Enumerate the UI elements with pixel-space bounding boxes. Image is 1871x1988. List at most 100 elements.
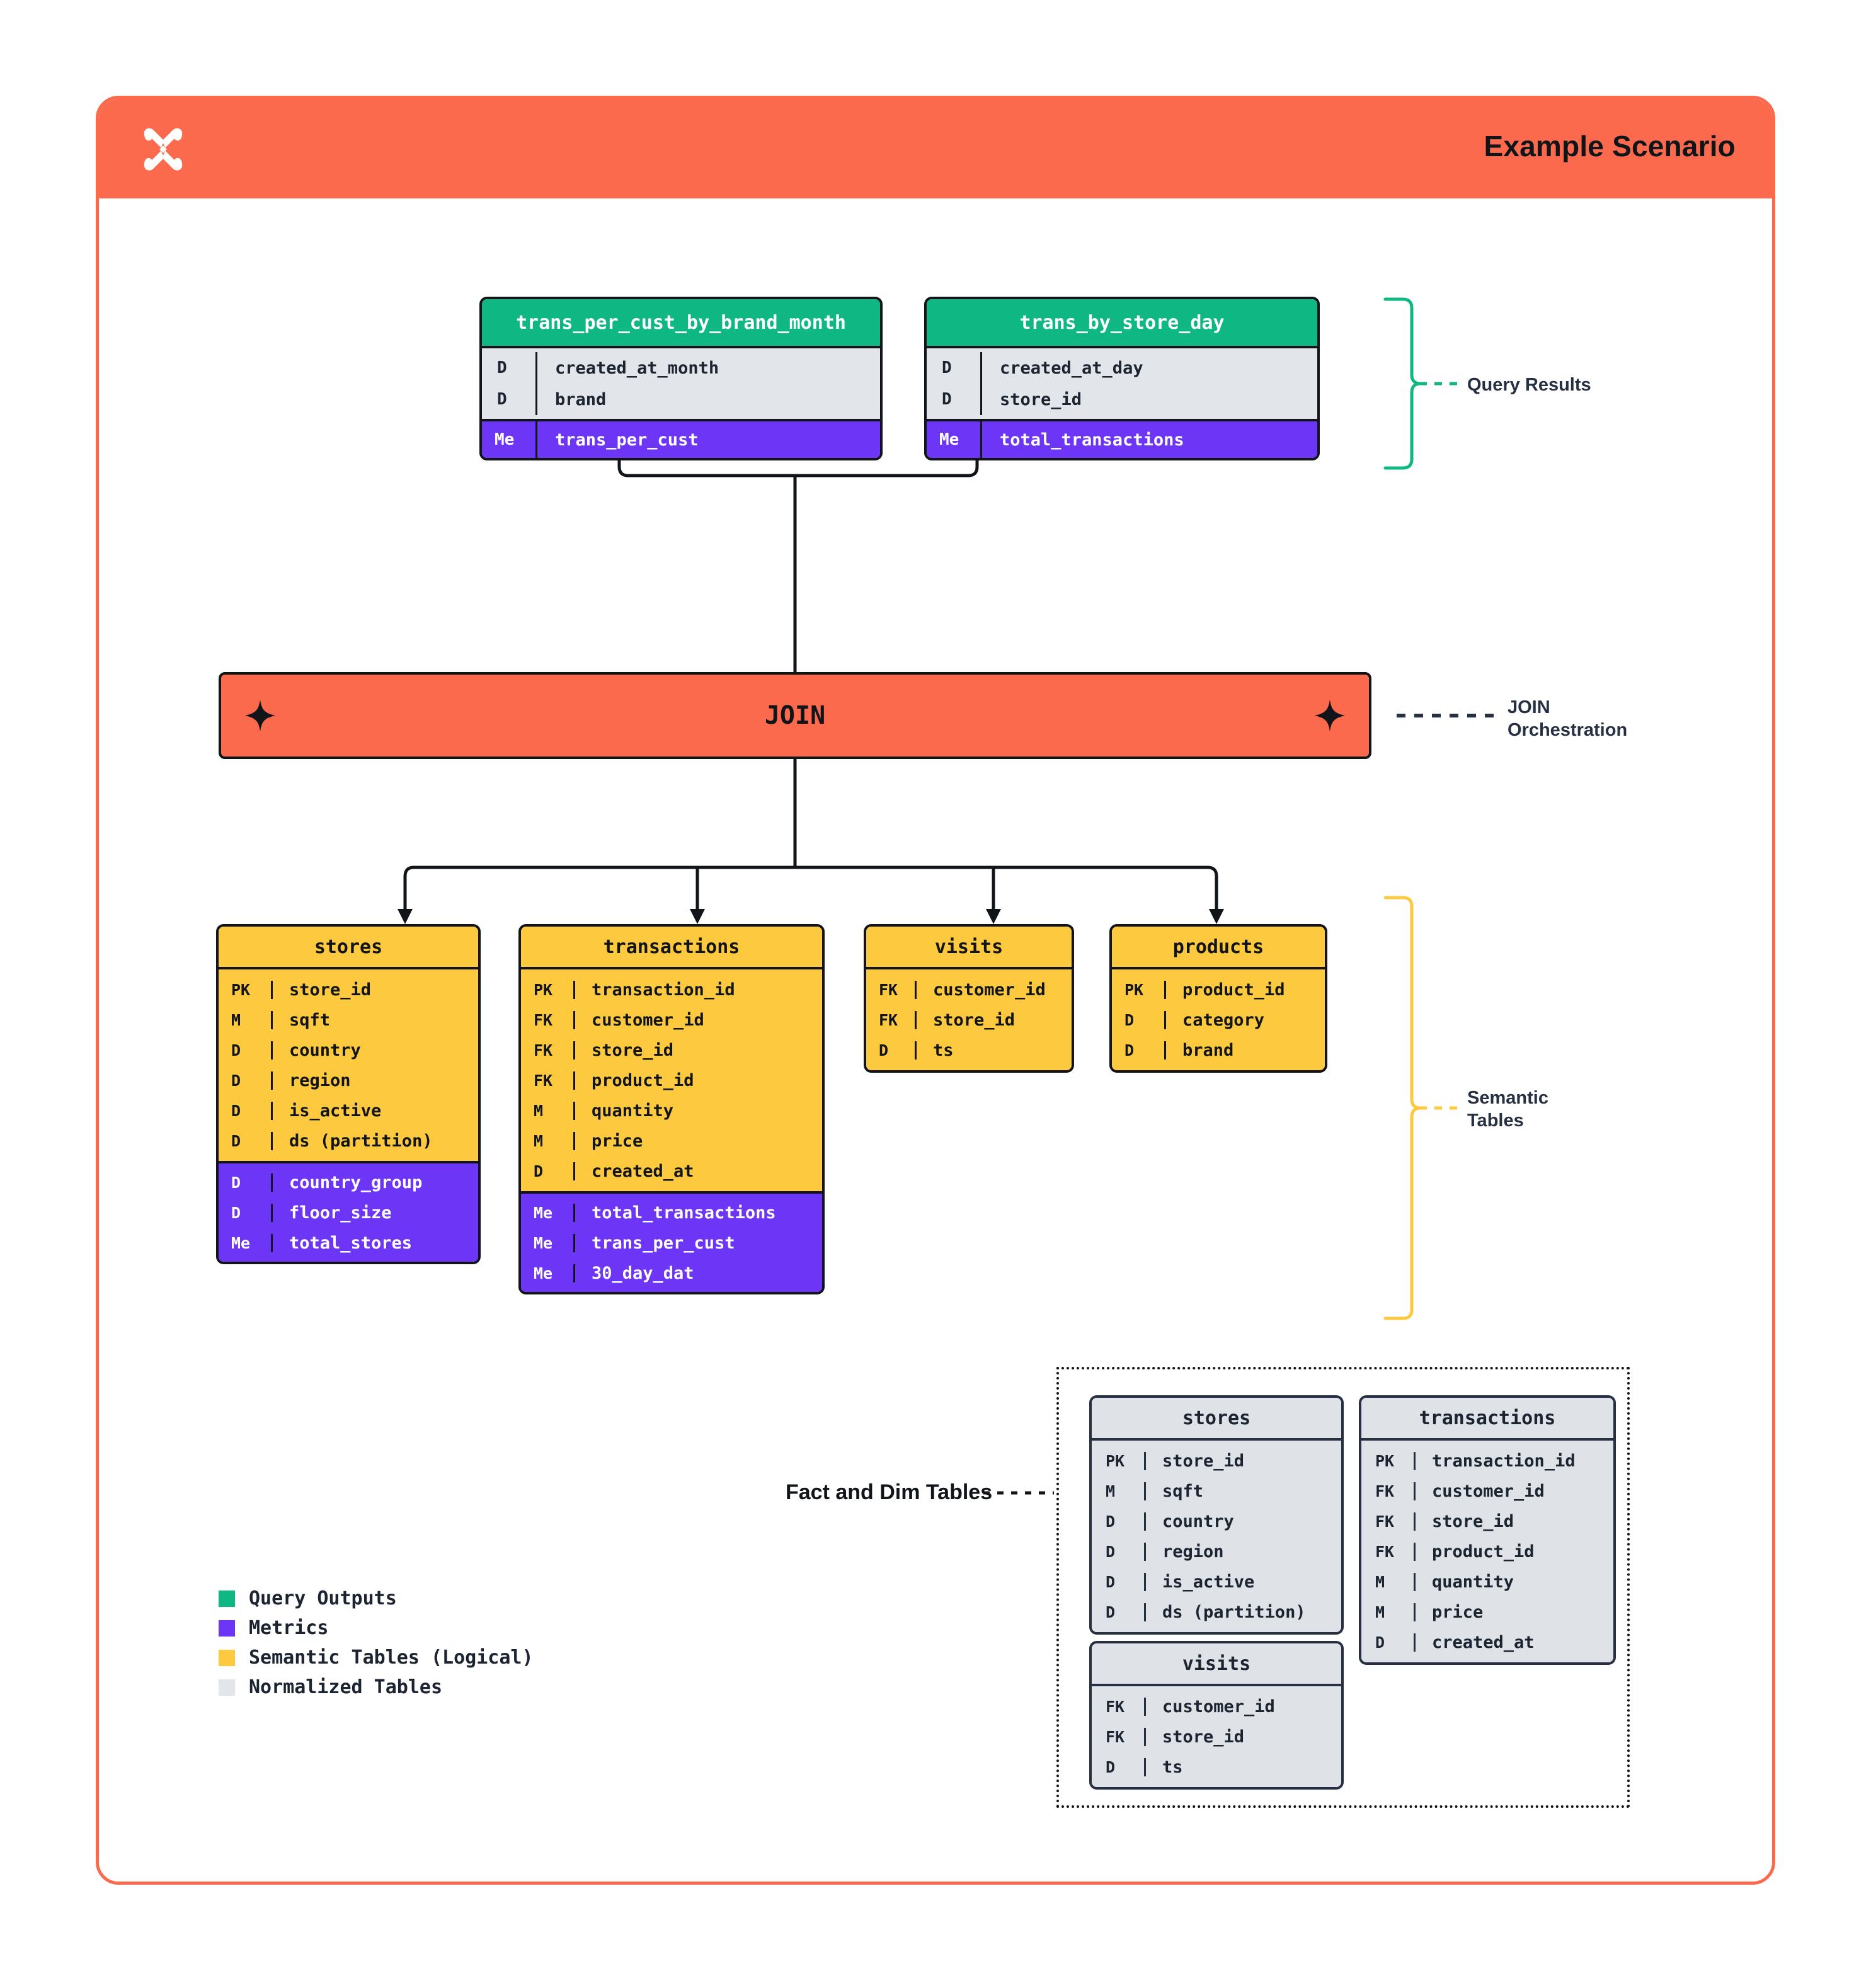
table-row: D country (219, 1035, 478, 1065)
dimension-rows: PK store_id M sqft D country D region D (219, 967, 478, 1161)
legend-swatch-query-outputs (219, 1590, 235, 1607)
legend-swatch-metrics (219, 1620, 235, 1637)
row-key: PK (219, 980, 273, 999)
table-row: D created_at_day (927, 352, 1317, 384)
row-key: D (1092, 1757, 1146, 1776)
table-header: trans_per_cust_by_brand_month (482, 299, 880, 346)
normalized-table-transactions[interactable]: transactions PK transaction_id FK custom… (1359, 1395, 1616, 1665)
table-row: PK transaction_id (521, 974, 822, 1005)
table-row: D country_group (219, 1167, 478, 1197)
annotation-semantic-tables: Semantic Tables (1467, 1088, 1548, 1131)
semantic-table-visits[interactable]: visits FK customer_id FK store_id D ts (864, 924, 1074, 1073)
table-row: D created_at_month (482, 352, 880, 384)
table-row: FK store_id (521, 1035, 822, 1065)
legend: Query Outputs Metrics Semantic Tables (L… (219, 1587, 534, 1706)
row-key: FK (521, 1010, 575, 1029)
row-field: sqft (289, 1010, 331, 1030)
row-key: D (1092, 1572, 1146, 1591)
table-header: stores (1092, 1398, 1341, 1438)
semantic-table-products[interactable]: products PK product_id D category D bran… (1109, 924, 1327, 1073)
query-result-table-trans-by-store-day[interactable]: trans_by_store_day D created_at_day D st… (924, 297, 1320, 460)
table-row: M price (1361, 1597, 1613, 1627)
row-key: Me (521, 1264, 575, 1282)
row-field: country (1162, 1511, 1234, 1531)
row-key: Me (927, 421, 982, 458)
row-key: D (219, 1101, 273, 1120)
semantic-table-stores[interactable]: stores PK store_id M sqft D country D re… (216, 924, 481, 1264)
table-row: FK customer_id (1092, 1691, 1341, 1722)
row-field: brand (1182, 1040, 1234, 1060)
row-field: customer_id (1162, 1696, 1275, 1717)
table-row: FK store_id (1361, 1506, 1613, 1536)
row-key: PK (521, 980, 575, 999)
semantic-table-transactions[interactable]: transactions PK transaction_id FK custom… (518, 924, 825, 1294)
dimension-rows: PK product_id D category D brand (1112, 967, 1325, 1070)
normalized-table-stores[interactable]: stores PK store_id M sqft D country D re… (1089, 1395, 1344, 1635)
row-key: FK (866, 1010, 917, 1029)
dimension-rows: PK store_id M sqft D country D region D (1092, 1438, 1341, 1632)
row-key: PK (1361, 1451, 1416, 1470)
table-row: D store_id (927, 384, 1317, 415)
row-field: product_id (1432, 1541, 1535, 1562)
join-orchestration-bar[interactable]: JOIN (219, 672, 1371, 759)
table-header: visits (1092, 1643, 1341, 1684)
row-field: total_transactions (592, 1203, 776, 1223)
row-field: ds (partition) (289, 1131, 433, 1151)
dbt-x-logo-icon (137, 123, 190, 176)
table-row: FK store_id (866, 1005, 1072, 1035)
table-row: FK customer_id (1361, 1476, 1613, 1506)
row-key: D (1112, 1010, 1166, 1029)
row-key: M (219, 1010, 273, 1029)
row-key: FK (521, 1041, 575, 1060)
legend-item-normalized-tables: Normalized Tables (219, 1676, 534, 1698)
row-field: price (592, 1131, 643, 1151)
row-field: region (289, 1070, 351, 1090)
row-field: floor_size (289, 1203, 392, 1223)
legend-swatch-normalized-tables (219, 1679, 235, 1696)
table-header: trans_by_store_day (927, 299, 1317, 346)
row-key: Me (482, 421, 537, 458)
sparkle-icon (1313, 699, 1346, 732)
table-row: M sqft (1092, 1476, 1341, 1506)
row-field: store_id (1162, 1727, 1245, 1747)
row-key: D (482, 384, 537, 415)
row-field: is_active (289, 1100, 382, 1121)
legend-label: Normalized Tables (249, 1676, 443, 1698)
row-field: ts (933, 1040, 954, 1060)
normalized-table-visits[interactable]: visits FK customer_id FK store_id D ts (1089, 1641, 1344, 1790)
table-header: visits (866, 927, 1072, 967)
row-field: store_id (289, 980, 372, 1000)
query-result-table-trans-per-cust-by-brand-month[interactable]: trans_per_cust_by_brand_month D created_… (479, 297, 883, 460)
row-field: price (1432, 1602, 1484, 1622)
dimension-rows: D created_at_month D brand (482, 346, 880, 419)
table-row: D ts (1092, 1752, 1341, 1782)
row-key: D (482, 352, 537, 384)
table-row: Me 30_day_dat (521, 1258, 822, 1288)
dimension-rows: D created_at_day D store_id (927, 346, 1317, 419)
table-row: D created_at (1361, 1627, 1613, 1657)
row-key: FK (1361, 1512, 1416, 1531)
row-field: total_transactions (1000, 430, 1184, 450)
legend-label: Metrics (249, 1617, 329, 1639)
row-field: quantity (1432, 1572, 1514, 1592)
row-key: D (1092, 1542, 1146, 1561)
table-row: M price (521, 1126, 822, 1156)
row-key: M (1361, 1602, 1416, 1621)
table-row: M sqft (219, 1005, 478, 1035)
row-field: ds (partition) (1162, 1602, 1306, 1622)
row-field: store_id (1162, 1451, 1245, 1471)
join-label: JOIN (764, 701, 826, 730)
table-row: Me trans_per_cust (482, 421, 880, 458)
table-row: D country (1092, 1506, 1341, 1536)
legend-label: Query Outputs (249, 1587, 397, 1609)
row-field: customer_id (592, 1010, 704, 1030)
row-key: M (1092, 1482, 1146, 1500)
table-row: M quantity (521, 1095, 822, 1126)
row-key: D (521, 1162, 575, 1180)
page-title: Example Scenario (1484, 130, 1736, 163)
row-key: D (1092, 1512, 1146, 1531)
row-key: D (1361, 1633, 1416, 1652)
table-header: transactions (1361, 1398, 1613, 1438)
row-key: FK (1361, 1482, 1416, 1500)
row-field: total_stores (289, 1233, 413, 1253)
